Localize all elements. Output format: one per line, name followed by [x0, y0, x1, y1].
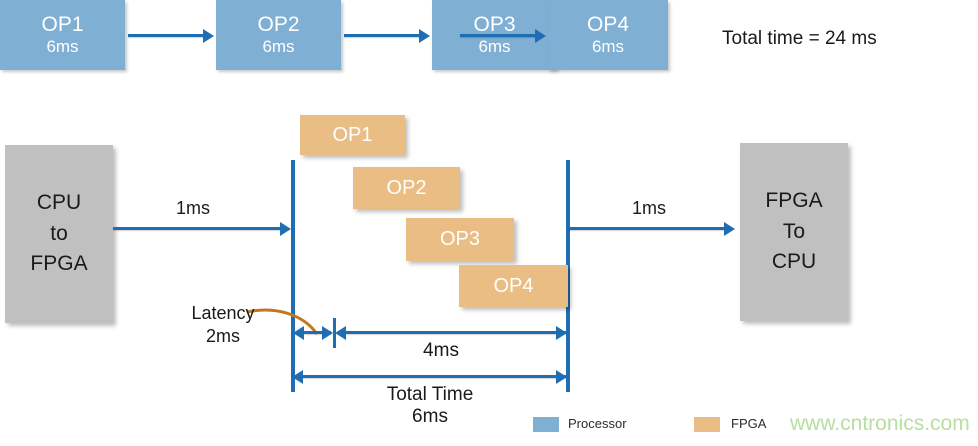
transfer-out-label: 1ms — [632, 198, 667, 218]
op-duration: 6ms — [591, 37, 625, 57]
cpu-to-fpga-block: CPU to FPGA — [5, 145, 113, 323]
op-label: OP1 — [41, 13, 84, 37]
segment-measure-arrow-right-icon — [556, 326, 567, 340]
sequential-arrow-3-head-icon — [535, 29, 546, 43]
fpga-to-cpu-line-2: To — [782, 219, 806, 243]
pipeline-op-box-2: OP2 — [353, 167, 460, 209]
total-measure-label: Total Time 6ms — [330, 384, 530, 428]
legend-label-processor: Processor — [568, 416, 627, 431]
op-duration: 6ms — [478, 37, 511, 57]
latency-measure-arrow-left-icon — [293, 326, 304, 340]
segment-measure-arrow-left-icon — [335, 326, 346, 340]
op-label: OP4 — [586, 13, 630, 37]
latency-label-line-2: 2ms — [205, 325, 240, 346]
segment-measure-line — [340, 331, 566, 334]
transfer-out-arrow — [568, 227, 728, 230]
sequential-arrow-2-head-icon — [419, 29, 430, 43]
pipeline-op-box-1: OP1 — [300, 115, 405, 155]
watermark: www.cntronics.com — [790, 412, 970, 435]
total-measure-label-line-2: 6ms — [412, 406, 448, 427]
legend-swatch-processor — [533, 417, 559, 432]
op-label: OP2 — [257, 13, 300, 37]
latency-measure-line — [297, 331, 331, 334]
op-duration: 6ms — [262, 37, 295, 57]
pipeline-end-line — [566, 160, 570, 392]
total-measure-arrow-right-icon — [556, 370, 567, 384]
total-measure-label-line-1: Total Time — [386, 384, 474, 405]
cpu-to-fpga-line-3: FPGA — [30, 252, 88, 276]
transfer-in-arrow — [113, 227, 283, 230]
op-label: OP4 — [493, 274, 534, 297]
latency-label-line-1: Latency — [191, 303, 255, 323]
legend-label-fpga: FPGA — [731, 416, 767, 431]
pipeline-op-box-4: OP4 — [459, 265, 568, 307]
op-label: OP3 — [473, 13, 516, 37]
legend-swatch-fpga — [694, 417, 720, 432]
fpga-to-cpu-line-3: CPU — [771, 250, 817, 274]
op-label: OP3 — [439, 228, 481, 250]
sequential-arrow-1 — [128, 34, 206, 37]
fpga-to-cpu-line-1: FPGA — [765, 189, 823, 213]
fpga-to-cpu-block: FPGA To CPU — [740, 143, 848, 321]
op-duration: 6ms — [46, 37, 79, 57]
transfer-in-label: 1ms — [176, 198, 211, 218]
total-measure-arrow-left-icon — [292, 370, 303, 384]
pipeline-op-box-3: OP3 — [406, 218, 514, 261]
sequential-op-box-4: OP4 6ms — [548, 0, 668, 70]
latency-measure-arrow-right-icon — [322, 326, 333, 340]
transfer-in-arrow-head-icon — [280, 222, 291, 236]
sequential-op-box-1: OP1 6ms — [0, 0, 125, 70]
latency-label: Latency 2ms — [168, 302, 278, 347]
sequential-total-time-label: Total time = 24 ms — [722, 28, 877, 49]
latency-end-tick — [333, 318, 336, 348]
sequential-op-box-2: OP2 6ms — [216, 0, 341, 70]
cpu-to-fpga-line-1: CPU — [36, 191, 82, 215]
latency-leader-line-icon — [246, 308, 319, 335]
cpu-to-fpga-line-2: to — [50, 221, 68, 245]
pipeline-start-line — [291, 160, 295, 392]
sequential-arrow-2 — [344, 34, 422, 37]
sequential-arrow-3 — [460, 34, 538, 37]
sequential-arrow-1-head-icon — [203, 29, 214, 43]
op-label: OP2 — [386, 176, 427, 199]
segment-measure-label: 4ms — [423, 340, 459, 361]
total-measure-line — [297, 375, 567, 378]
transfer-out-arrow-head-icon — [724, 222, 735, 236]
op-label: OP1 — [332, 123, 373, 146]
